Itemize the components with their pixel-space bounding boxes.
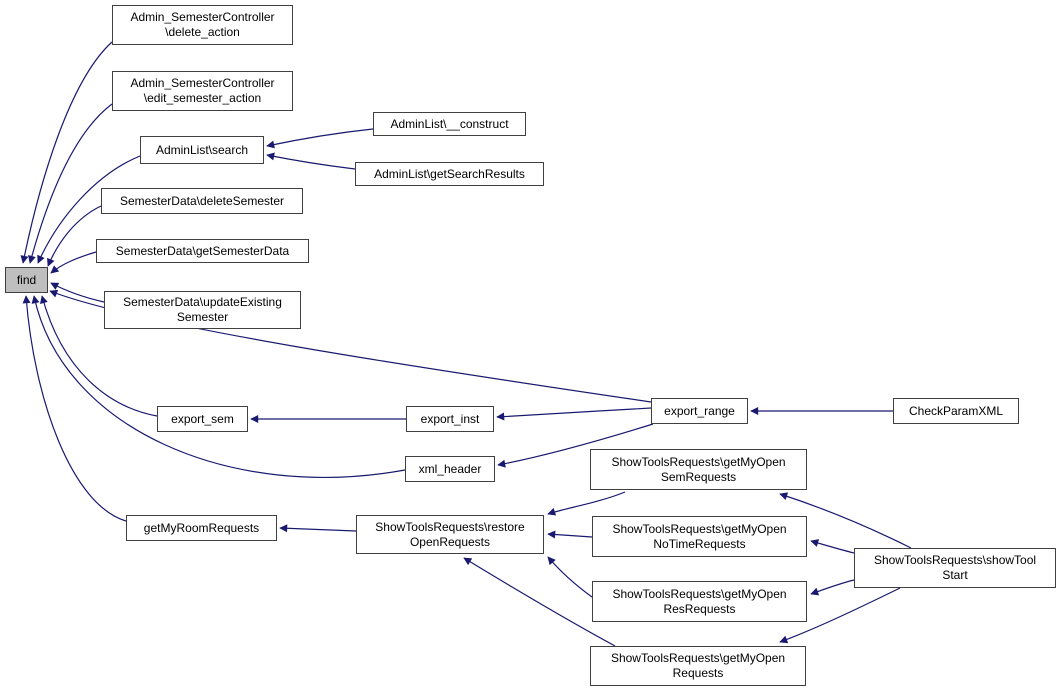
node-label: NoTimeRequests xyxy=(653,536,746,551)
node-label: ShowToolsRequests\getMyOpen xyxy=(610,651,786,665)
node-xml-header[interactable]: xml_header xyxy=(405,456,495,482)
edge-sem-requests-to-restore-open xyxy=(547,491,626,516)
node-get-my-room-requests[interactable]: getMyRoomRequests xyxy=(126,515,277,541)
node-label: OpenRequests xyxy=(409,534,491,549)
edge-edit-semester-action-to-find xyxy=(28,103,113,264)
node-label: AdminList\__construct xyxy=(390,116,509,131)
edge-show-tool-start-to-no-time-requests xyxy=(810,539,855,554)
edge-res-requests-to-restore-open xyxy=(547,556,593,598)
edge-export-range-to-export-inst xyxy=(496,407,652,421)
edge-show-tool-start-to-res-requests xyxy=(810,579,855,596)
node-label: export_inst xyxy=(420,411,480,426)
node-adminlist-search[interactable]: AdminList\search xyxy=(140,136,264,164)
edge-construct-to-adminlist-search xyxy=(266,128,374,149)
node-label: xml_header xyxy=(418,461,482,476)
node-find-label: find xyxy=(16,272,37,287)
node-label: Admin_SemesterController xyxy=(130,76,275,90)
node-show-tool-start[interactable]: ShowToolsRequests\showTool Start xyxy=(854,548,1056,588)
node-label: Admin_SemesterController xyxy=(130,10,275,24)
node-get-my-open-sem-requests[interactable]: ShowToolsRequests\getMyOpen SemRequests xyxy=(590,449,807,490)
node-label: ShowToolsRequests\getMyOpen xyxy=(612,521,787,536)
node-label: Start xyxy=(942,568,968,582)
node-semesterdata-delete-semester[interactable]: SemesterData\deleteSemester xyxy=(101,188,303,214)
node-label: getMyRoomRequests xyxy=(143,520,260,535)
node-label: export_range xyxy=(664,403,735,418)
edge-export-range-to-find xyxy=(49,289,652,403)
edge-xml-header-to-find xyxy=(31,295,406,478)
node-label: ShowToolsRequests\getMyOpen xyxy=(611,454,786,469)
edge-show-tool-start-to-requests xyxy=(779,587,901,644)
node-label: SemRequests xyxy=(660,469,737,484)
edge-requests-to-restore-open xyxy=(463,557,616,647)
node-export-inst[interactable]: export_inst xyxy=(406,406,494,432)
node-admin-semester-delete-action[interactable]: Admin_SemesterController \delete_action xyxy=(112,5,293,45)
edge-export-range-to-xml-header xyxy=(497,423,654,468)
node-restore-open-requests[interactable]: ShowToolsRequests\restore OpenRequests xyxy=(356,515,544,554)
node-label: SemesterData\updateExisting xyxy=(123,295,282,309)
node-find: find xyxy=(5,267,48,293)
node-label: Requests xyxy=(672,666,724,680)
node-label: AdminList\search xyxy=(155,142,249,157)
node-label: \delete_action xyxy=(165,25,240,39)
edge-delete-semester-to-find xyxy=(47,205,102,267)
node-semesterdata-get-semester-data[interactable]: SemesterData\getSemesterData xyxy=(96,239,309,263)
node-admin-semester-edit-action[interactable]: Admin_SemesterController \edit_semester_… xyxy=(112,71,293,111)
node-label: export_sem xyxy=(171,411,234,426)
node-export-range[interactable]: export_range xyxy=(651,398,748,424)
node-label: Semester xyxy=(176,310,229,324)
edge-get-semester-data-to-find xyxy=(50,251,97,274)
edge-update-existing-to-find xyxy=(50,282,105,303)
node-export-sem[interactable]: export_sem xyxy=(157,406,248,432)
node-label: AdminList\getSearchResults xyxy=(374,166,525,181)
node-adminlist-get-search-results[interactable]: AdminList\getSearchResults xyxy=(355,162,544,186)
node-label: \edit_semester_action xyxy=(143,91,262,105)
node-label: ShowToolsRequests\restore xyxy=(375,519,525,534)
edge-export-sem-to-find xyxy=(40,295,158,417)
edge-delete-action-to-find xyxy=(20,41,113,264)
edge-restore-open-to-get-my-room xyxy=(279,524,357,533)
node-get-my-open-no-time-requests[interactable]: ShowToolsRequests\getMyOpen NoTimeReques… xyxy=(592,516,807,557)
node-adminlist-construct[interactable]: AdminList\__construct xyxy=(373,112,526,136)
node-semesterdata-update-existing[interactable]: SemesterData\updateExisting Semester xyxy=(104,291,301,329)
node-get-my-open-requests[interactable]: ShowToolsRequests\getMyOpen Requests xyxy=(590,646,806,686)
node-label: ShowToolsRequests\getMyOpen xyxy=(612,586,787,601)
node-get-my-open-res-requests[interactable]: ShowToolsRequests\getMyOpen ResRequests xyxy=(592,581,807,622)
edge-get-my-room-requests-to-find xyxy=(22,295,127,522)
node-label: ResRequests xyxy=(663,601,736,616)
edge-adminlist-search-to-find xyxy=(37,155,141,264)
node-label: SemesterData\deleteSemester xyxy=(119,193,285,208)
node-label: SemesterData\getSemesterData xyxy=(115,243,290,258)
edge-no-time-requests-to-restore-open xyxy=(547,530,593,539)
node-check-param-xml[interactable]: CheckParamXML xyxy=(893,398,1019,424)
edge-get-search-results-to-adminlist-search xyxy=(266,152,356,170)
node-label: CheckParamXML xyxy=(908,403,1004,418)
edge-show-tool-start-to-sem-requests xyxy=(779,492,912,549)
node-label: ShowToolsRequests\showTool xyxy=(873,553,1037,567)
